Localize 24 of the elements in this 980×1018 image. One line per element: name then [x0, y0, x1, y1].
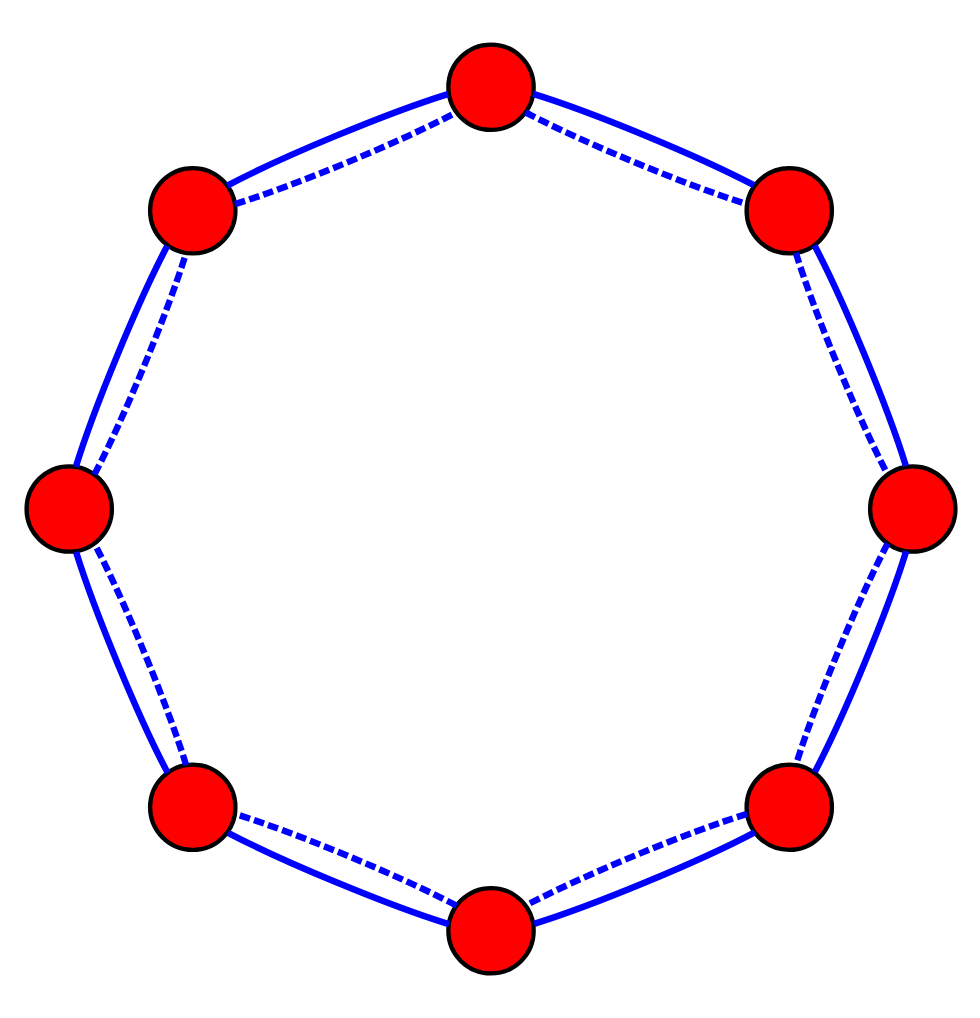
node-circle — [445, 42, 535, 133]
connector — [532, 829, 756, 927]
node-circle — [146, 165, 237, 256]
connector — [224, 91, 448, 189]
node-circle — [743, 762, 834, 853]
connector — [233, 811, 457, 909]
node-circle — [23, 464, 114, 554]
connector — [90, 542, 189, 766]
connector — [810, 550, 909, 774]
connector — [523, 109, 747, 207]
connector — [792, 542, 890, 766]
node-circle — [743, 165, 834, 256]
connector — [531, 90, 755, 189]
node-circle — [445, 885, 535, 976]
connector — [90, 252, 188, 476]
connector — [72, 551, 170, 775]
connector — [233, 109, 457, 208]
connector — [810, 243, 908, 467]
connector — [523, 810, 748, 909]
node-circle — [146, 762, 237, 853]
connector — [791, 251, 890, 476]
connector — [225, 829, 449, 928]
node-circle — [866, 464, 957, 554]
connector — [71, 244, 170, 468]
